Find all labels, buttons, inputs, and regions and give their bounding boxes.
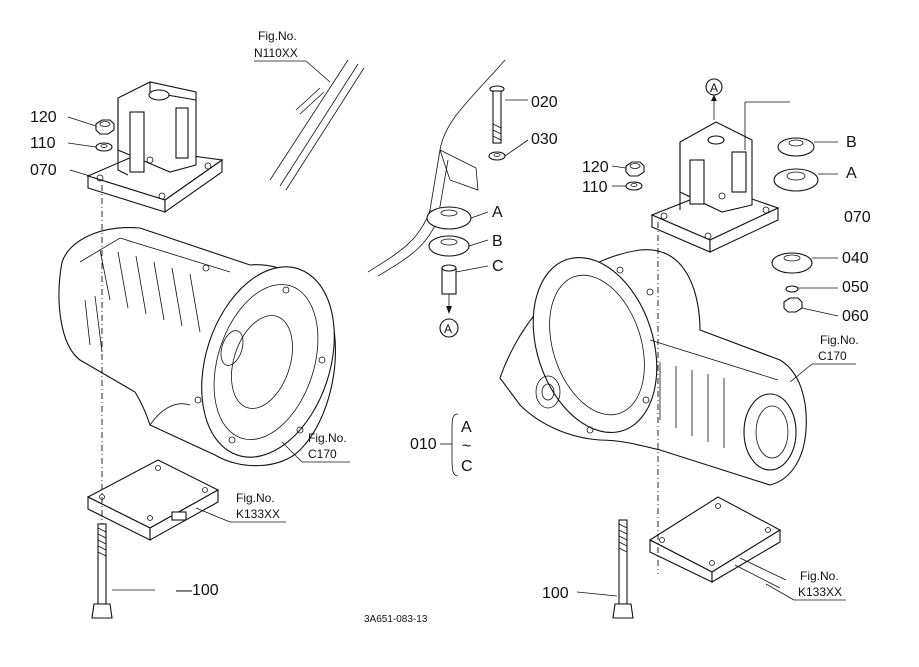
- right-mount-a: [773, 168, 819, 192]
- center-mount-b: [428, 235, 470, 257]
- right-washer-110: [625, 181, 643, 191]
- left-label-110: 110: [30, 135, 56, 152]
- right-ref-c170-fig: Fig.No.: [820, 333, 859, 347]
- right-label-050: 050: [842, 279, 869, 296]
- center-assembly: A 020 030 A B C 010 A ~ C: [367, 59, 558, 477]
- range-from-a: A: [461, 419, 472, 436]
- center-label-b: B: [492, 233, 503, 250]
- right-bottom-plate: [648, 496, 787, 589]
- ref-n110-fig: Fig.No.: [258, 29, 297, 43]
- right-label-070: 070: [844, 209, 871, 226]
- right-label-040: 040: [842, 250, 869, 267]
- range-label-010: 010: [410, 436, 437, 453]
- right-mount-b: [777, 137, 815, 157]
- right-transmission-housing: [499, 249, 807, 486]
- left-transmission-housing: [58, 227, 337, 467]
- center-callout-a: A: [444, 322, 452, 336]
- center-bolt-020: [489, 85, 505, 144]
- right-nut-120: [625, 161, 645, 177]
- right-label-120: 120: [582, 159, 609, 176]
- right-nut-060: [783, 297, 803, 313]
- left-assembly: 120 110 070 — 100 Fig.No. N110XX Fig.No.…: [30, 29, 365, 619]
- right-ref-k133-num: K133XX: [798, 585, 842, 599]
- center-label-a: A: [492, 204, 503, 221]
- right-ref-c170-num: C170: [818, 349, 847, 363]
- right-callout-a: A: [710, 81, 718, 95]
- right-mount-040: [771, 252, 813, 274]
- left-ref-c170-num: C170: [308, 447, 337, 461]
- range-to-c: C: [461, 458, 473, 475]
- right-label-110: 110: [582, 179, 608, 196]
- left-label-100: 100: [192, 582, 219, 599]
- right-ref-k133-fig: Fig.No.: [800, 569, 839, 583]
- left-bolt-100: [91, 523, 113, 619]
- left-label-100-dash: —: [176, 582, 192, 599]
- right-bracket: [650, 121, 780, 253]
- diagram-code: 3A651-083-13: [364, 614, 428, 625]
- center-label-030: 030: [531, 131, 558, 148]
- center-label-c: C: [492, 258, 504, 275]
- range-010: 010 A ~ C: [410, 413, 473, 477]
- left-bottom-plate: [86, 459, 220, 541]
- left-bracket: [86, 81, 224, 214]
- right-label-b: B: [846, 134, 857, 151]
- range-tilde: ~: [462, 438, 471, 455]
- right-bolt-100: [612, 519, 634, 619]
- right-label-a: A: [846, 165, 857, 182]
- right-label-060: 060: [842, 308, 869, 325]
- center-callout-circle-a: [439, 318, 459, 338]
- right-assembly: A: [499, 78, 871, 619]
- center-label-020: 020: [531, 94, 558, 111]
- center-collar-c: [441, 264, 457, 295]
- left-washer-110: [95, 142, 113, 152]
- right-label-100: 100: [542, 585, 569, 602]
- right-washer-050: [785, 285, 799, 293]
- ref-n110-num: N110XX: [254, 46, 298, 60]
- left-label-070: 070: [30, 162, 57, 179]
- center-mount-a: [426, 206, 472, 230]
- left-ref-k133-num: K133XX: [236, 507, 280, 521]
- left-nut-120: [95, 119, 115, 135]
- left-ref-k133-fig: Fig.No.: [236, 491, 275, 505]
- center-washer-030: [488, 151, 506, 161]
- left-ref-c170-fig: Fig.No.: [308, 431, 347, 445]
- left-label-120: 120: [30, 109, 57, 126]
